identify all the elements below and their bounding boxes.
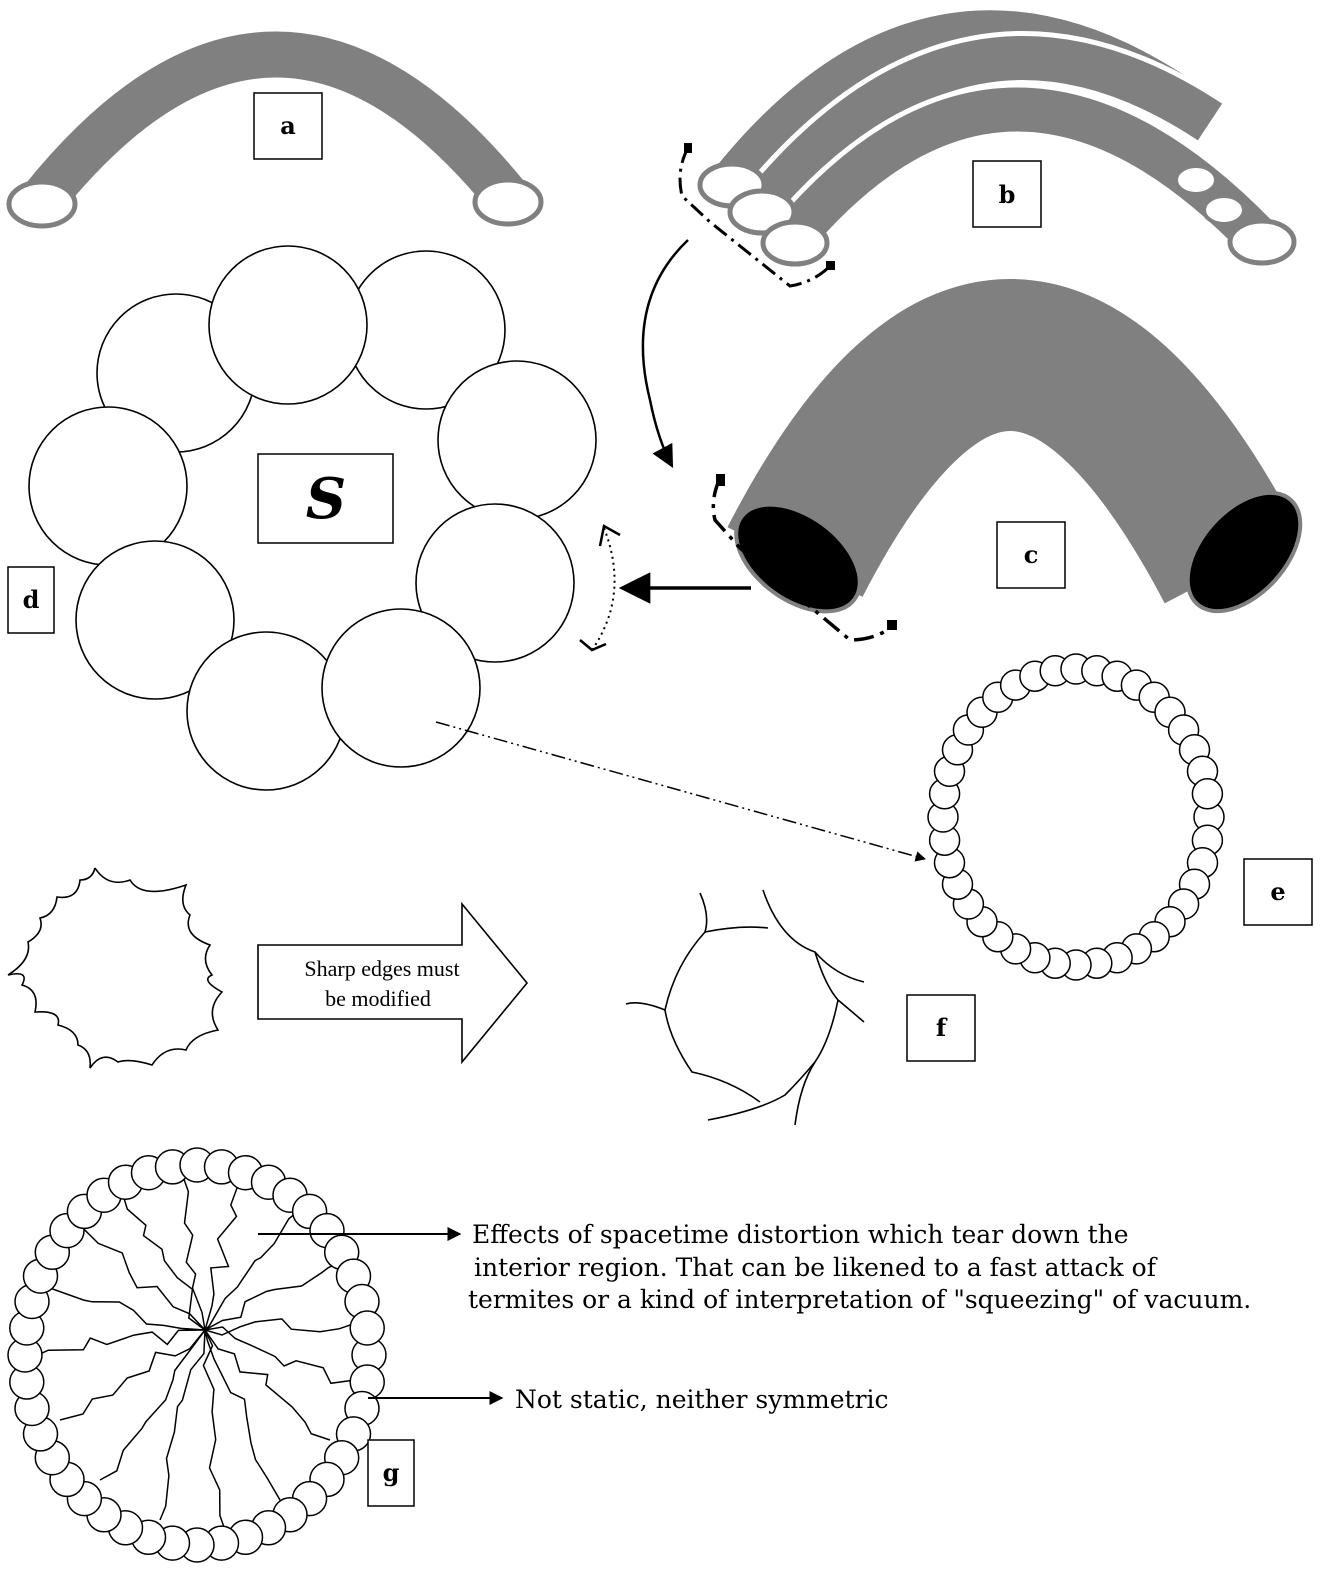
- bead-circle: [1191, 778, 1224, 810]
- label-d-box: d: [7, 566, 55, 634]
- label-s: S: [306, 466, 346, 532]
- crack-line: [99, 1329, 206, 1481]
- arrow-d-to-e: [435, 721, 927, 862]
- panel-f-arcs: [625, 889, 865, 1126]
- crack-line: [204, 1318, 369, 1336]
- rotation-chevron-top: [598, 524, 621, 547]
- crack-line: [119, 1184, 206, 1331]
- label-g: g: [383, 1458, 400, 1487]
- crack-line: [204, 1326, 356, 1385]
- crack-line: [204, 1259, 346, 1331]
- panel-b-tubes: [697, 10, 1297, 267]
- label-b-box: b: [972, 160, 1042, 228]
- panel-c-cut-marker: [711, 474, 897, 642]
- note-effects-line1: Effects of spacetime distortion which te…: [472, 1220, 1129, 1249]
- label-d: d: [23, 585, 40, 614]
- label-a-box: a: [253, 92, 323, 160]
- arrow-b-to-c: [641, 239, 689, 468]
- panel-c-tube: [727, 279, 1303, 614]
- crack-line: [204, 1329, 331, 1441]
- panel-d-ring: [28, 245, 597, 791]
- crack-line: [204, 1329, 281, 1501]
- bead-circle: [349, 1310, 385, 1346]
- label-c: c: [1024, 540, 1039, 569]
- block-arrow: [257, 901, 529, 1065]
- crack-line: [59, 1329, 206, 1421]
- panel-g-ring: [7, 1147, 387, 1563]
- label-e-box: e: [1243, 858, 1313, 926]
- rotation-chevron-bottom: [579, 639, 607, 652]
- panel-a-tube: [6, 31, 544, 229]
- crack-line: [159, 1329, 206, 1521]
- crack-line: [204, 1167, 241, 1331]
- panel-b-cut-marker: [678, 143, 835, 288]
- note-effects-line3: termites or a kind of interpretation of …: [468, 1285, 1251, 1314]
- crack-line: [204, 1209, 301, 1331]
- dotted-rotation-arc: [591, 527, 616, 651]
- crack-line: [39, 1287, 206, 1331]
- block-arrow-text-line2: be modified: [325, 986, 431, 1011]
- label-s-box: S: [257, 453, 394, 544]
- crack-line: [69, 1224, 206, 1331]
- crack-line: [179, 1161, 206, 1331]
- note-not-static: Not static, neither symmetric: [515, 1385, 889, 1414]
- label-g-box: g: [367, 1439, 415, 1507]
- note-effects-line2: interior region. That can be likened to …: [474, 1253, 1158, 1282]
- label-e: e: [1270, 877, 1285, 906]
- label-f-box: f: [906, 994, 976, 1062]
- label-b: b: [999, 180, 1016, 209]
- label-f: f: [936, 1013, 948, 1042]
- crack-line: [37, 1329, 206, 1356]
- block-arrow-text-line1: Sharp edges must: [304, 956, 459, 981]
- panel-e-ring: [927, 653, 1225, 981]
- panel-g-cracks: [37, 1161, 369, 1531]
- crack-line: [202, 1329, 226, 1531]
- scalloped-boundary: [7, 867, 224, 1069]
- label-c-box: c: [996, 521, 1066, 589]
- label-a: a: [280, 111, 296, 140]
